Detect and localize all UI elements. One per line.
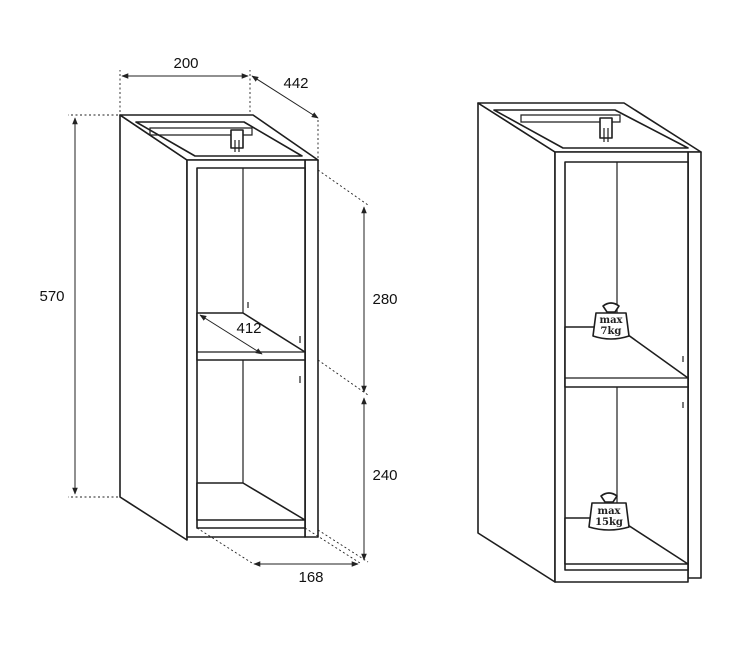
bottom-load-line1: max xyxy=(597,506,621,517)
shelf-load-line1: max xyxy=(599,315,623,326)
bottom-weight-icon xyxy=(588,492,630,531)
depth-label: 442 xyxy=(283,75,308,92)
load-rated-cabinet-drawing xyxy=(477,102,702,583)
lower-compartment-label: 240 xyxy=(372,467,397,484)
inner-width-label: 168 xyxy=(298,569,323,586)
bottom-load-line2: 15kg xyxy=(595,517,623,528)
shelf-weight-icon xyxy=(592,302,630,340)
shelf-load-line2: 7kg xyxy=(601,326,622,337)
width-label: 200 xyxy=(173,55,198,72)
upper-compartment-label: 280 xyxy=(372,291,397,308)
dimension-lines xyxy=(68,70,369,567)
height-label: 570 xyxy=(39,288,64,305)
shelf-depth-label: 412 xyxy=(236,320,261,337)
